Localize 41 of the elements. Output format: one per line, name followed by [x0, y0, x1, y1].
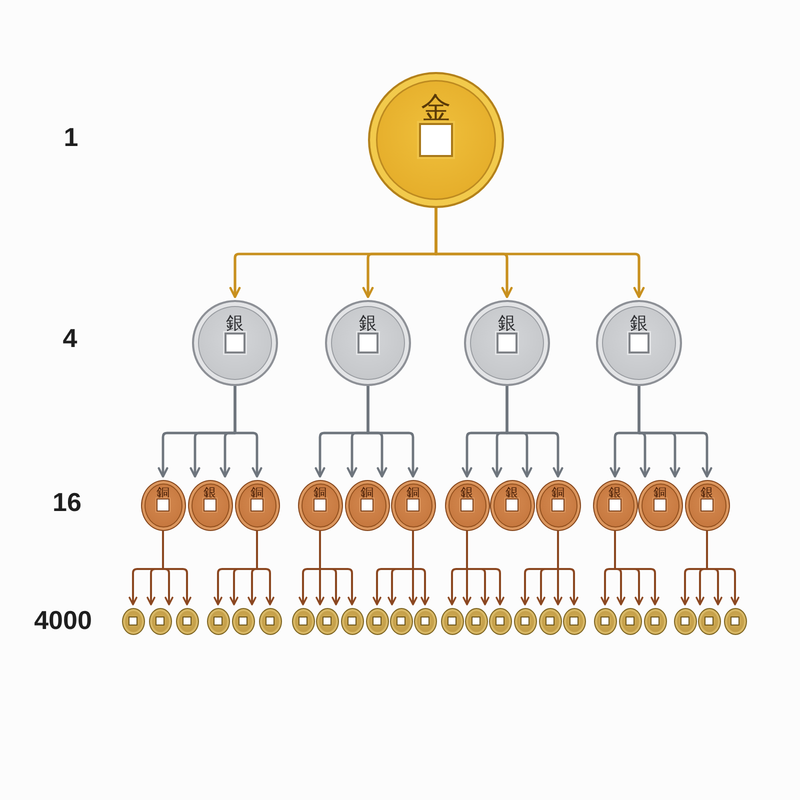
coin — [538, 608, 562, 634]
coin — [514, 608, 536, 634]
coin: 金 — [368, 72, 504, 208]
coin — [390, 608, 412, 634]
coin — [316, 608, 338, 634]
coin: 銀 — [596, 300, 682, 386]
coin: 銀 — [464, 300, 550, 386]
count-label: 4 — [62, 323, 78, 353]
coin — [258, 608, 282, 634]
coin — [176, 608, 198, 634]
arrow — [234, 386, 262, 478]
coin — [292, 608, 314, 634]
coin — [232, 608, 254, 634]
coin — [340, 608, 364, 634]
coin — [644, 608, 666, 634]
arrow — [434, 208, 645, 298]
arrow — [162, 530, 192, 606]
coin — [206, 608, 230, 634]
coin — [562, 608, 586, 634]
arrow — [638, 386, 712, 478]
coin — [414, 608, 436, 634]
coin — [148, 608, 172, 634]
arrow — [506, 386, 564, 478]
coin — [488, 608, 512, 634]
arrow — [412, 530, 430, 606]
coin — [594, 608, 616, 634]
coin — [618, 608, 642, 634]
coin — [122, 608, 144, 634]
count-label: 1 — [64, 122, 78, 152]
count-label: 4000 — [34, 605, 92, 635]
arrow — [366, 386, 418, 478]
arrow — [466, 530, 504, 606]
coin — [464, 608, 488, 634]
coin: 銀 — [325, 300, 411, 386]
coin — [440, 608, 464, 634]
coin — [366, 608, 388, 634]
coin — [674, 608, 696, 634]
coin: 銀 — [192, 300, 278, 386]
count-label: 16 — [52, 487, 82, 517]
coin — [724, 608, 746, 634]
coin — [698, 608, 720, 634]
